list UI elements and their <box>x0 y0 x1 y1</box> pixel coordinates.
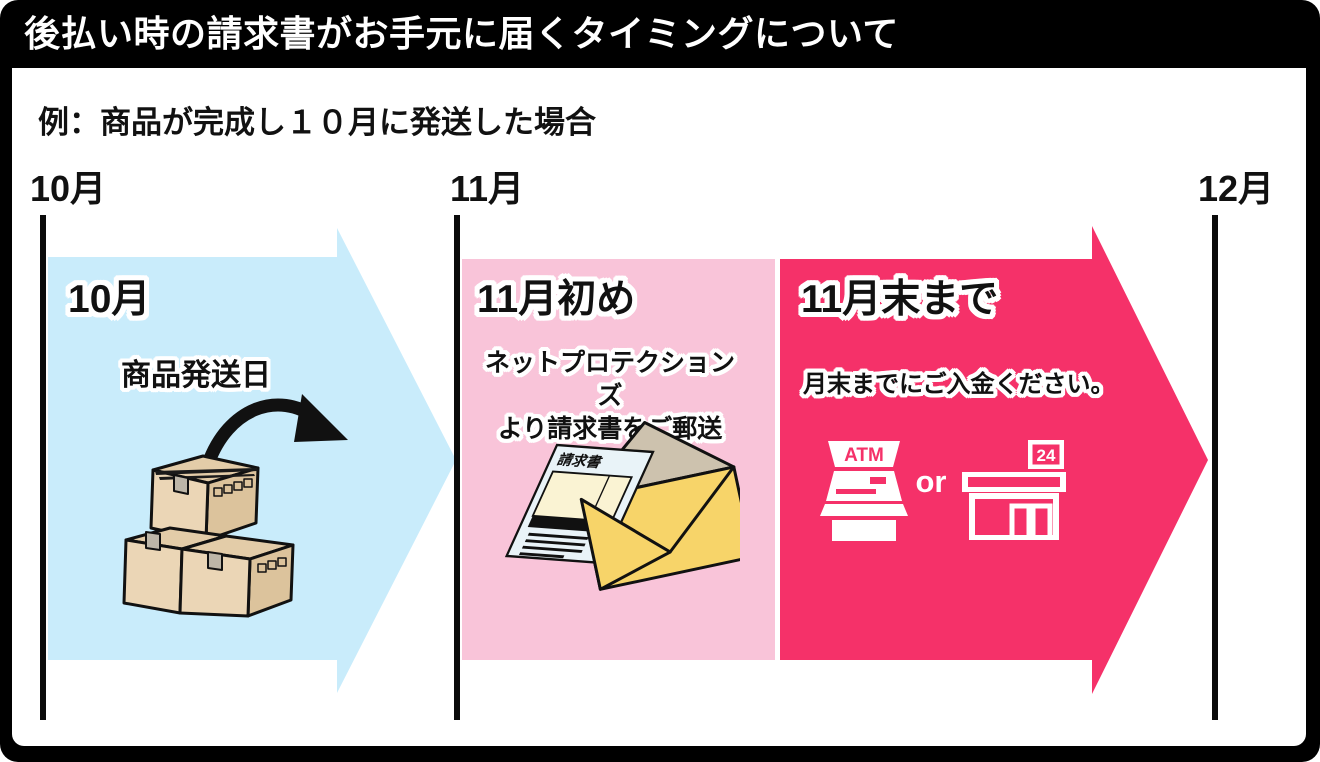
stage3-arrow-shape <box>780 226 1208 694</box>
stage2-description: ネットプロテクションズ より請求書をご郵送 <box>478 347 742 446</box>
convenience-store-icon: 24 <box>962 440 1066 540</box>
or-separator: or <box>915 464 947 499</box>
timeline-month-december: 12月 <box>1198 168 1275 209</box>
store-door-right <box>1030 503 1053 540</box>
envelope-front <box>579 497 672 591</box>
invoice-paper: 請求書 <box>504 443 655 565</box>
atm-icon: ATM <box>820 441 908 541</box>
handling-marks <box>213 478 253 497</box>
store-door-left <box>1009 503 1032 540</box>
timeline-month-october: 10月 <box>30 168 107 209</box>
stage2-heading: 11月初め <box>477 278 636 321</box>
invoice-title: 請求書 <box>555 451 606 471</box>
stage2-description-line1: ネットプロテクションズ <box>484 349 735 410</box>
timeline-tick-october <box>40 215 46 720</box>
cardboard-boxes-icon <box>122 454 295 618</box>
stage2-description-line2: より請求書をご郵送 <box>497 415 723 443</box>
timeline-month-november: 11月 <box>450 168 525 209</box>
timeline-tick-december <box>1212 215 1218 720</box>
atm-sign-label: ATM <box>844 445 884 466</box>
handling-marks <box>257 557 287 573</box>
stage3-heading: 11月末まで <box>801 278 999 321</box>
stage1-description: 商品発送日 <box>121 359 271 392</box>
page-title: 後払い時の請求書がお手元に届くタイミングについて <box>24 13 899 54</box>
store-24h-sign: 24 <box>1037 446 1056 465</box>
stage3-description: 月末までにご入金ください。 <box>803 371 1115 398</box>
curved-arrow-icon <box>201 394 348 468</box>
timeline-tick-november <box>454 215 460 720</box>
example-subtitle: 例：商品が完成し１０月に発送した場合 <box>38 105 596 140</box>
invoice-envelope-icon: 請求書 <box>504 420 740 591</box>
stage1-heading: 10月 <box>68 278 151 321</box>
